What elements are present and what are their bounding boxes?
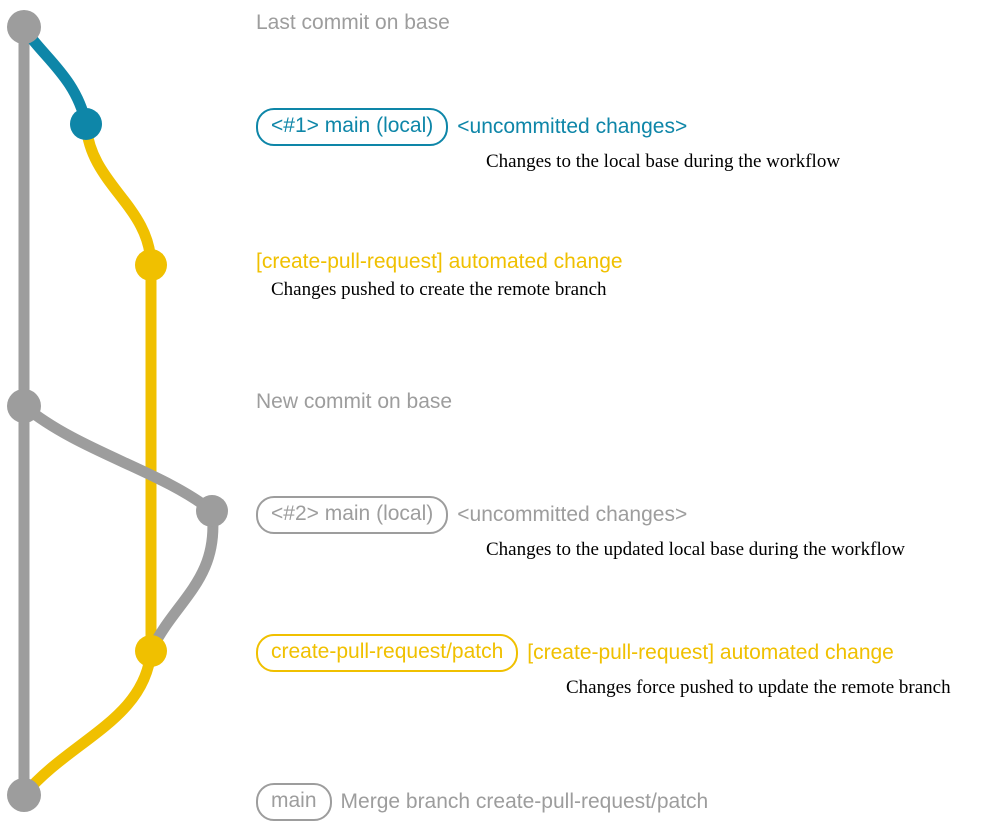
entry-local-2: <#2> main (local) <uncommitted changes> … <box>256 496 905 561</box>
entry-automated-1: [create-pull-request] automated change C… <box>256 250 623 301</box>
commit-node-last-commit-on-base[interactable] <box>7 10 41 44</box>
entry-last-commit-row: Last commit on base <box>256 11 450 35</box>
entry-local-1-headline: <uncommitted changes> <box>457 115 688 138</box>
commit-node-automated-change-2[interactable] <box>135 635 167 667</box>
entry-merge-row: main Merge branch create-pull-request/pa… <box>256 783 708 821</box>
entry-automated-2-row: create-pull-request/patch [create-pull-r… <box>256 634 951 672</box>
entry-local-1: <#1> main (local) <uncommitted changes> … <box>256 108 840 173</box>
branch-badge-main[interactable]: main <box>256 783 332 821</box>
entry-local-1-row: <#1> main (local) <uncommitted changes> <box>256 108 840 146</box>
entry-local-2-headline: <uncommitted changes> <box>457 503 688 526</box>
entry-last-commit-headline: Last commit on base <box>256 11 450 34</box>
entry-automated-2: create-pull-request/patch [create-pull-r… <box>256 634 951 699</box>
entry-automated-2-headline: [create-pull-request] automated change <box>527 641 894 664</box>
entry-new-commit-headline: New commit on base <box>256 390 453 413</box>
commit-node-local-2[interactable] <box>196 495 228 527</box>
entry-merge-headline: Merge branch create-pull-request/patch <box>340 790 709 813</box>
branch-badge-main-local-2[interactable]: <#2> main (local) <box>256 496 449 534</box>
entry-local-1-description: Changes to the local base during the wor… <box>486 151 841 172</box>
entry-automated-2-description: Changes force pushed to update the remot… <box>566 677 951 698</box>
edge-base-to-local1 <box>18 21 92 130</box>
entry-automated-1-description: Changes pushed to create the remote bran… <box>271 279 607 300</box>
edge-local1-to-patch1 <box>80 118 157 271</box>
edge-local2-to-patch2 <box>145 505 219 657</box>
entry-last-commit: Last commit on base <box>256 11 450 35</box>
entry-local-2-row: <#2> main (local) <uncommitted changes> <box>256 496 905 534</box>
entry-local-2-description: Changes to the updated local base during… <box>486 539 905 560</box>
branch-badge-create-pull-request-patch[interactable]: create-pull-request/patch <box>256 634 519 672</box>
entry-automated-1-headline: [create-pull-request] automated change <box>256 250 623 273</box>
commit-node-new-commit-on-base[interactable] <box>7 389 41 423</box>
edge-patch2-to-merge <box>18 645 157 801</box>
entry-new-commit-row: New commit on base <box>256 390 452 414</box>
commit-node-merge[interactable] <box>7 778 41 812</box>
edge-base-to-local2 <box>18 400 218 517</box>
commit-node-automated-change-1[interactable] <box>135 249 167 281</box>
entry-automated-1-row: [create-pull-request] automated change <box>256 250 623 274</box>
commit-node-local-1[interactable] <box>70 108 102 140</box>
entry-new-commit: New commit on base <box>256 390 452 414</box>
branch-badge-main-local-1[interactable]: <#1> main (local) <box>256 108 449 146</box>
entry-merge: main Merge branch create-pull-request/pa… <box>256 783 708 821</box>
